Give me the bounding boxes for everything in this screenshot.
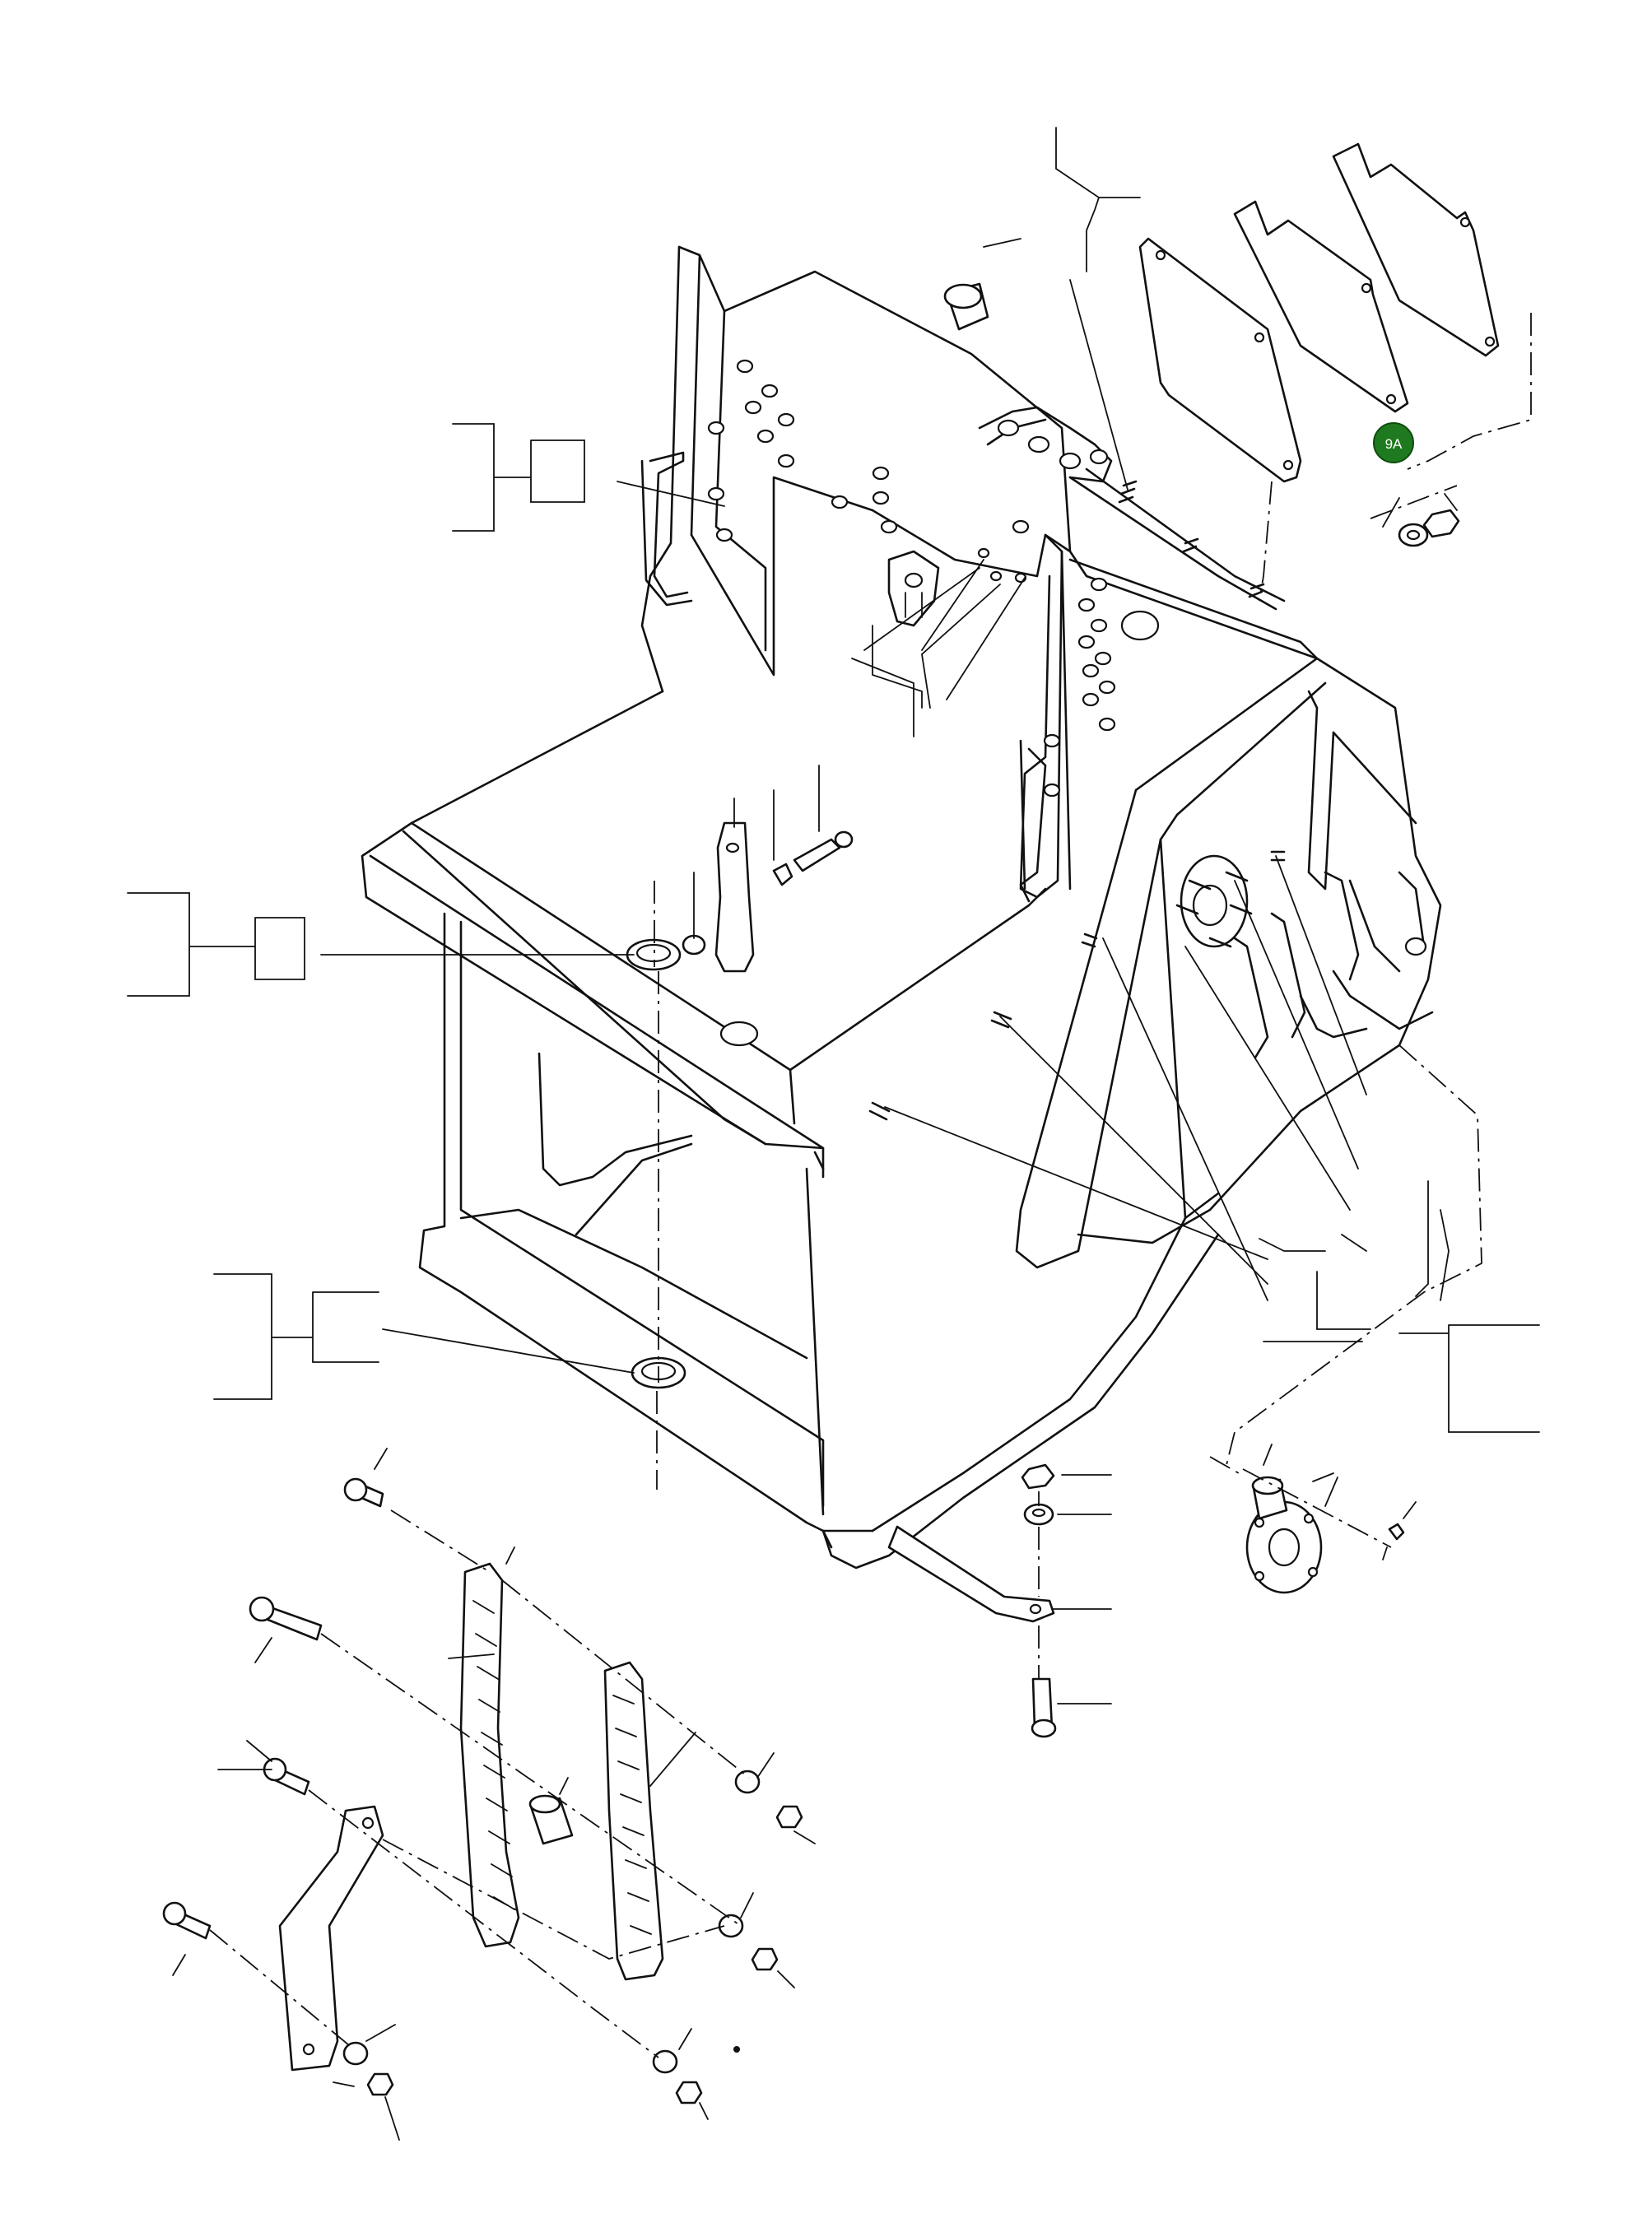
callout-badge-9a[interactable]: 9A <box>1373 422 1414 463</box>
hardware-parts <box>162 282 1460 2104</box>
cover-plates <box>1138 142 1500 483</box>
frame-body <box>361 245 1442 1570</box>
leader-lines <box>127 127 1540 2141</box>
